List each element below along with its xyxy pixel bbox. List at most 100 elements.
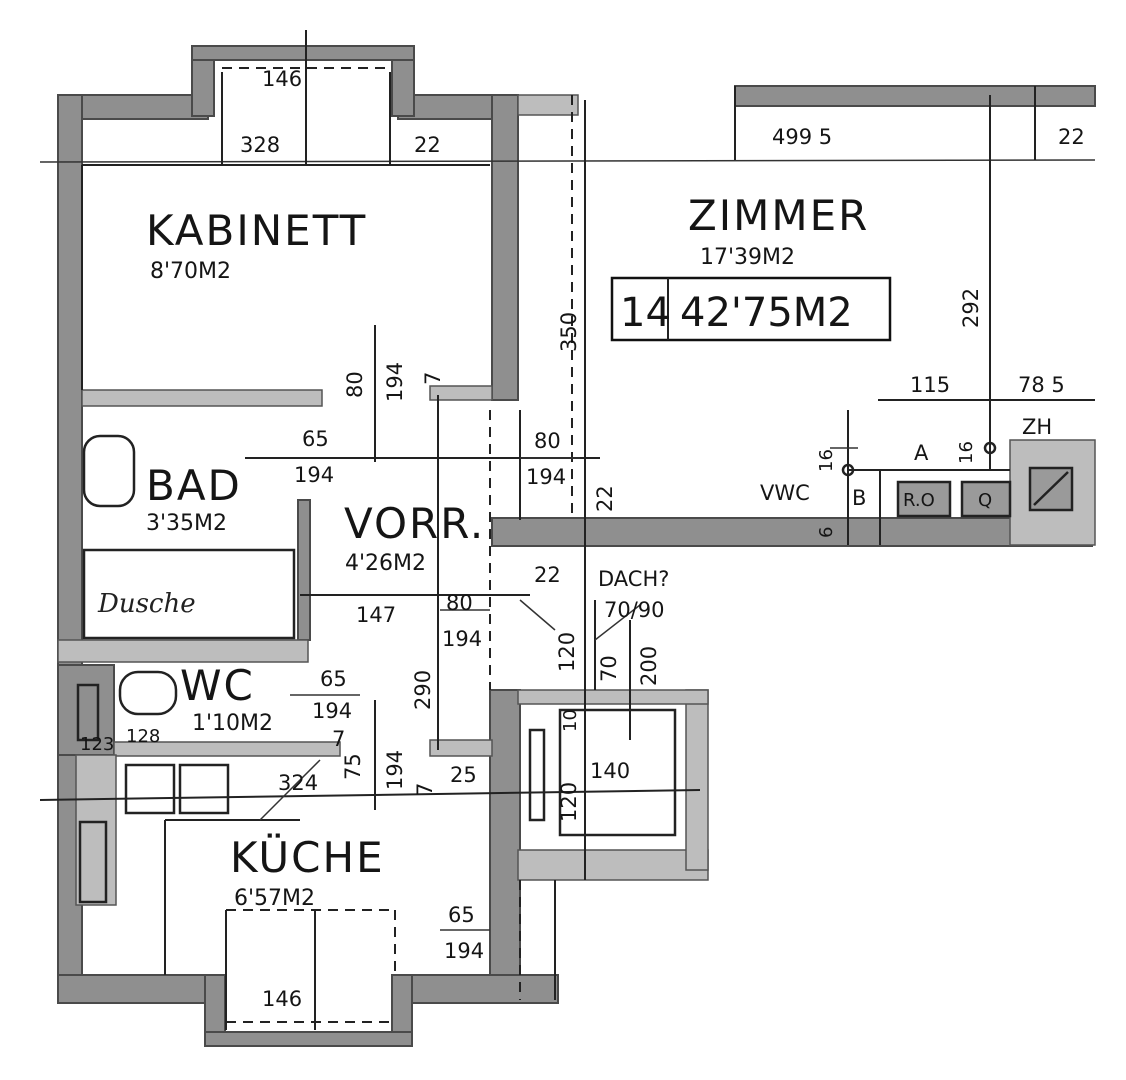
room-area-bad: 3'35M2 [146, 511, 227, 536]
walls [57, 45, 1096, 1047]
dim-kabinett-width: 328 [240, 133, 280, 157]
dim-zim-door-194: 194 [526, 465, 566, 489]
dim-niche-right: 78 5 [1018, 373, 1065, 397]
bathtub-icon [82, 434, 136, 508]
appliance-q-icon [960, 480, 1012, 518]
dim-dach-120: 120 [555, 632, 579, 672]
dim-dach-22: 22 [534, 563, 561, 587]
toilet-icon [118, 670, 178, 716]
room-area-kabinett: 8'70M2 [150, 259, 231, 284]
wall-kabinett-zimmer [491, 94, 519, 401]
dim-kueche-door-194: 194 [444, 939, 484, 963]
room-area-zimmer: 17'39M2 [700, 245, 795, 270]
room-area-wc: 1'10M2 [192, 711, 273, 736]
dim-zimmer-width: 499 5 [772, 125, 832, 149]
dim-top-window: 146 [262, 67, 302, 91]
dim-bad-door-65: 65 [302, 427, 329, 451]
wall-store-right [685, 689, 709, 871]
wall-bay-top [191, 45, 415, 61]
wall-zimmer-top-left [517, 94, 579, 116]
dim-wc-7: 7 [332, 727, 345, 751]
dim-bottom-window: 146 [262, 987, 302, 1011]
storage-room [558, 708, 677, 837]
dim-dach-70: 70 [597, 655, 621, 682]
unit-total-area: 42'75M2 [680, 290, 853, 336]
wall-store-bottom [517, 849, 709, 881]
dim-dach-200: 200 [637, 646, 661, 686]
room-name-dach: DACH? [598, 567, 669, 591]
dach-diag-1 [519, 599, 556, 631]
dim-kueche-25: 25 [450, 763, 477, 787]
point-marker-b [841, 463, 855, 477]
dim-wall-22: 22 [414, 133, 441, 157]
kueche-appliance-column [78, 820, 108, 904]
unit-number: 14 [620, 290, 671, 336]
wall-kueche-bottom-left [57, 974, 219, 1004]
dim-vorr-290: 290 [411, 670, 435, 710]
dim-vorr-door-80: 80 [446, 591, 473, 615]
room-name-kueche: KÜCHE [230, 832, 385, 882]
dim-kueche-194: 194 [383, 750, 407, 790]
wall-kabinett-bad [81, 389, 323, 407]
label-ventilation-wc: VWC [760, 481, 810, 505]
dim-zimmer-depth: 350 [557, 312, 581, 352]
dim-store-120: 120 [557, 782, 581, 822]
dim-wc-128: 128 [126, 726, 160, 747]
dim-bad-door-194: 194 [294, 463, 334, 487]
dim-kab-door-194: 194 [383, 362, 407, 402]
room-name-wc: WC [180, 661, 255, 710]
dim-16-b: 16 [956, 441, 977, 464]
stove-plate-1 [124, 763, 176, 815]
label-appliance-q: Q [978, 490, 992, 511]
stove-plate-2 [178, 763, 230, 815]
dim-kueche-75: 75 [341, 753, 365, 780]
dim-zimmer-right-depth: 292 [959, 288, 983, 328]
dim-wc-123: 123 [80, 734, 114, 755]
room-name-kabinett: KABINETT [146, 206, 367, 255]
dim-kab-door-80: 80 [343, 371, 367, 398]
storage-shelf [528, 728, 546, 822]
wall-store-top [517, 689, 709, 705]
wall-vorr-right [489, 689, 521, 1001]
room-area-kueche: 6'57M2 [234, 886, 315, 911]
unit-box [610, 276, 892, 342]
dim-vorr-door-194: 194 [442, 627, 482, 651]
dim-zim-door-80: 80 [534, 429, 561, 453]
dim-dach-size: 70/90 [604, 598, 665, 622]
wall-kueche-bottom-right [397, 974, 559, 1004]
appliance-ro-icon [896, 480, 952, 518]
room-area-vorr: 4'26M2 [345, 551, 426, 576]
room-name-vorr: VORR. [344, 499, 485, 548]
shower-area [82, 548, 296, 640]
wall-bottom-zimmer [491, 517, 1093, 547]
wc-box [76, 683, 100, 742]
plan-lines [39, 30, 1096, 1030]
dim-store-140: 140 [590, 759, 630, 783]
dim-wall-right: 22 [1058, 125, 1085, 149]
dim-6: 6 [816, 527, 837, 538]
wall-bad-bottom [57, 639, 309, 663]
wall-top-zimmer [734, 85, 1096, 107]
dim-wc-door-194: 194 [312, 699, 352, 723]
wall-left-upper [57, 94, 83, 666]
dim-niche-width: 115 [910, 373, 950, 397]
dim-store-10: 10 [560, 709, 581, 732]
axis-line-kueche [39, 789, 701, 801]
wall-vorr-kueche [429, 739, 493, 757]
fixtures [76, 434, 1074, 904]
wall-bay2-bottom [204, 1031, 413, 1047]
kueche-324-diag [259, 759, 321, 821]
label-appliance-ro: R.O [903, 490, 935, 511]
wall-wc-bottom [113, 741, 341, 757]
dim-kueche-door-65: 65 [448, 903, 475, 927]
room-name-zimmer: ZIMMER [688, 191, 869, 240]
wall-bad-vorr [297, 499, 311, 641]
label-heating: ZH [1022, 415, 1052, 439]
dach-diag-2 [594, 604, 641, 641]
dim-kueche-7: 7 [413, 783, 437, 796]
room-name-bad: BAD [146, 461, 242, 510]
wall-kabinett-vorr [429, 385, 493, 401]
point-marker-a [983, 441, 997, 455]
handwritten-note: Dusche [97, 589, 196, 619]
